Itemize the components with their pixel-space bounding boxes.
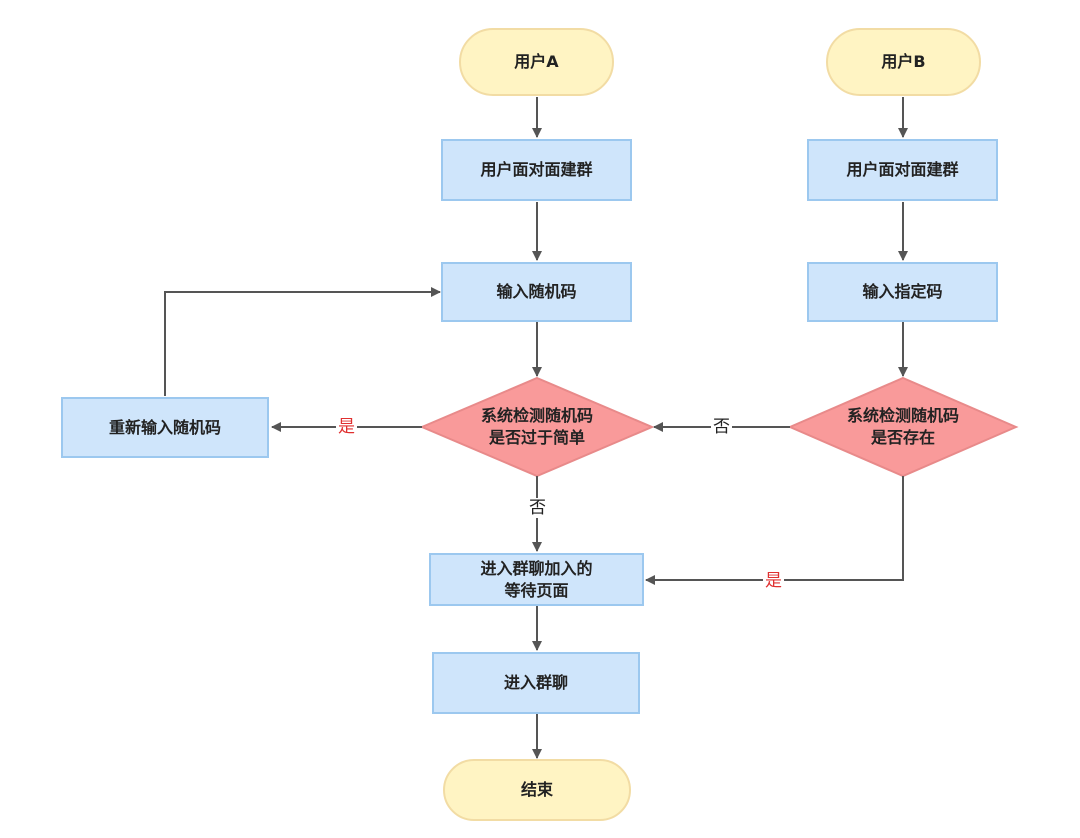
process-face-group-a: 用户面对面建群 [441, 139, 632, 201]
process-face-group-a-label: 用户面对面建群 [480, 160, 593, 179]
start-user-a-label: 用户A [514, 52, 559, 71]
edge-label-yes-reenter: 是 [336, 417, 357, 437]
start-user-a: 用户A [459, 28, 614, 96]
start-user-b: 用户B [826, 28, 981, 96]
process-reenter-random-label: 重新输入随机码 [108, 417, 221, 437]
process-input-specified-label: 输入指定码 [862, 282, 943, 301]
process-input-specified: 输入指定码 [807, 262, 998, 322]
arrow-checkexists-to-waiting [645, 476, 904, 585]
end-node-label: 结束 [520, 780, 553, 799]
start-user-b-label: 用户B [881, 52, 926, 71]
process-enter-group-label: 进入群聊 [503, 673, 568, 692]
process-waiting-page-line1: 进入群聊加入的 [480, 558, 593, 578]
arrow-reenter-to-inputrandom [164, 287, 441, 396]
edge-label-yes-exists: 是 [763, 571, 784, 591]
decision-simple-line1: 系统检测随机码 [480, 406, 593, 425]
process-input-random: 输入随机码 [441, 262, 632, 322]
end-node: 结束 [443, 759, 631, 821]
process-face-group-b-label: 用户面对面建群 [846, 160, 959, 179]
decision-exists-line2: 是否存在 [870, 428, 935, 447]
decision-simple-line2: 是否过于简单 [488, 428, 585, 447]
decision-exists-line1: 系统检测随机码 [846, 406, 959, 425]
edge-label-no-check-b: 否 [711, 417, 732, 437]
process-reenter-random: 重新输入随机码 [61, 397, 269, 458]
process-enter-group: 进入群聊 [432, 652, 640, 714]
decision-simple: 系统检测随机码 是否过于简单 [447, 400, 627, 454]
process-waiting-page: 进入群聊加入的 等待页面 [429, 553, 644, 606]
process-face-group-b: 用户面对面建群 [807, 139, 998, 201]
decision-exists: 系统检测随机码 是否存在 [815, 400, 991, 454]
process-input-random-label: 输入随机码 [496, 282, 577, 301]
process-waiting-page-line2: 等待页面 [504, 580, 569, 600]
edge-label-no-check-a: 否 [527, 498, 548, 518]
